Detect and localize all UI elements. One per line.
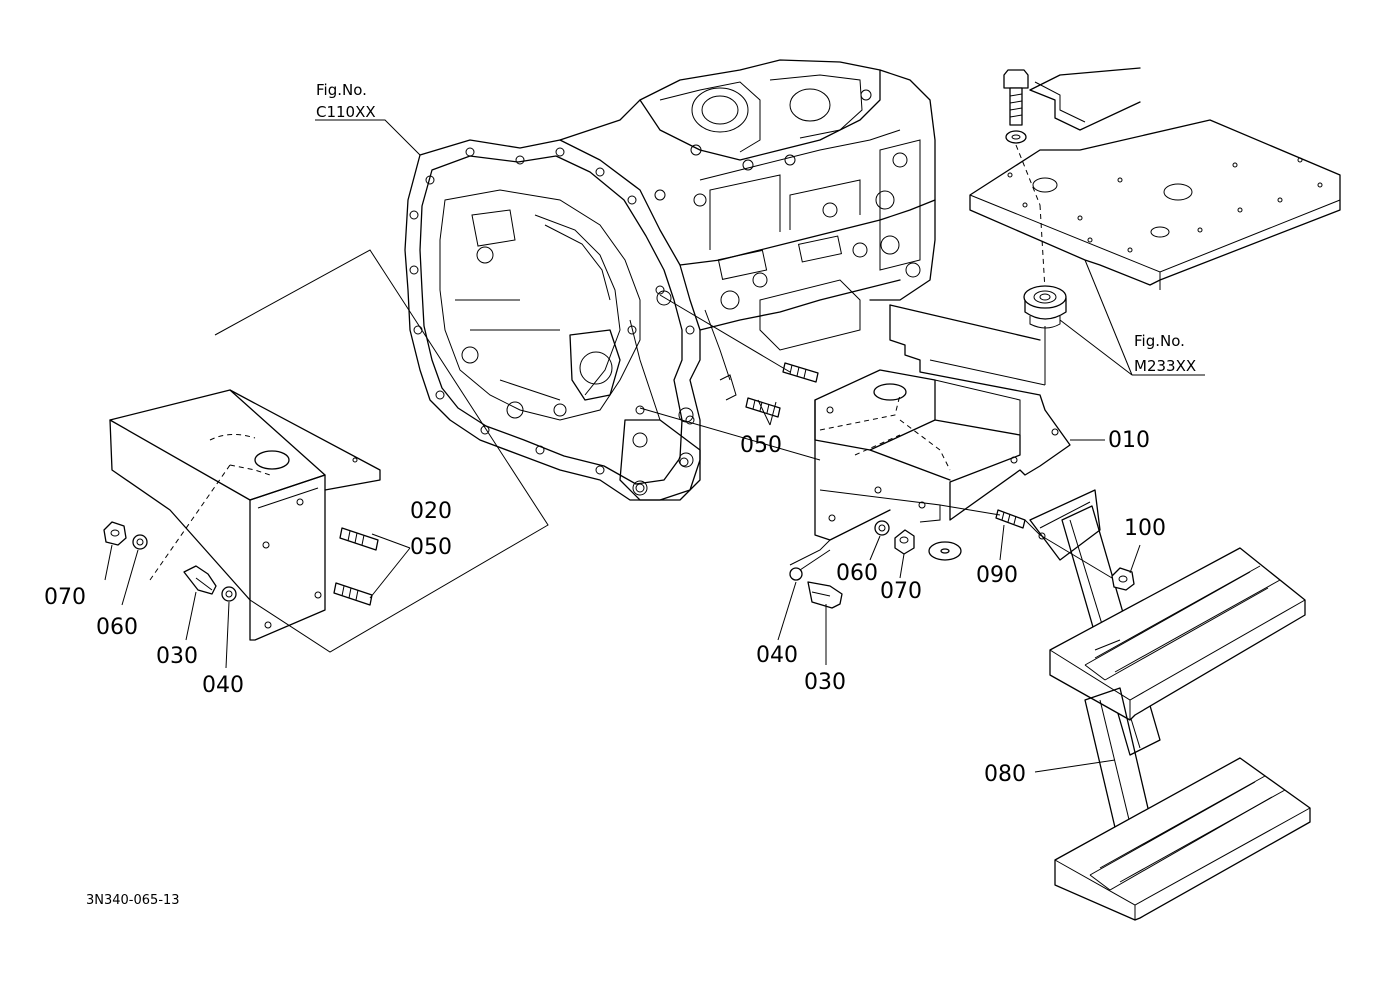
- callout-060-left: 060: [96, 615, 138, 640]
- ref-transmission-line1: Fig.No.: [316, 81, 367, 99]
- step-bracket-020: [109, 389, 381, 641]
- nut-100: [1111, 567, 1135, 591]
- callout-090: 090: [976, 563, 1018, 588]
- left-hardware: [103, 521, 237, 602]
- callout-040-right: 040: [756, 643, 798, 668]
- callout-100: 100: [1124, 516, 1166, 541]
- callout-050-center: 050: [740, 433, 782, 458]
- callout-050-left: 050: [410, 535, 452, 560]
- callout-010: 010: [1108, 428, 1150, 453]
- rubber-mount: [929, 285, 1067, 386]
- callout-080: 080: [984, 762, 1026, 787]
- ref-transmission-line2: C110XX: [316, 103, 376, 121]
- left-studs: [333, 527, 379, 606]
- platform-bolt: [1003, 69, 1046, 291]
- callout-040-left: 040: [202, 673, 244, 698]
- right-hardware: [789, 520, 962, 609]
- step-assembly-080: [1029, 489, 1311, 921]
- right-studs: [745, 362, 1026, 529]
- callout-060-right: 060: [836, 561, 878, 586]
- callout-030-left: 030: [156, 644, 198, 669]
- step-bracket-010: [814, 304, 1071, 541]
- reference-platform: Fig.No. M233XX: [1134, 332, 1196, 375]
- callout-020: 020: [410, 499, 452, 524]
- reference-transmission: Fig.No. C110XX: [316, 81, 376, 121]
- ref-platform-line1: Fig.No.: [1134, 332, 1185, 350]
- transmission-case: [404, 59, 936, 501]
- callout-070-right: 070: [880, 579, 922, 604]
- ref-platform-line2: M233XX: [1134, 357, 1196, 375]
- callout-070-left: 070: [44, 585, 86, 610]
- callout-030-right: 030: [804, 670, 846, 695]
- platform-floor: [969, 67, 1341, 290]
- assembly-lines: [104, 119, 1205, 773]
- drawing-code: 3N340-065-13: [86, 893, 180, 908]
